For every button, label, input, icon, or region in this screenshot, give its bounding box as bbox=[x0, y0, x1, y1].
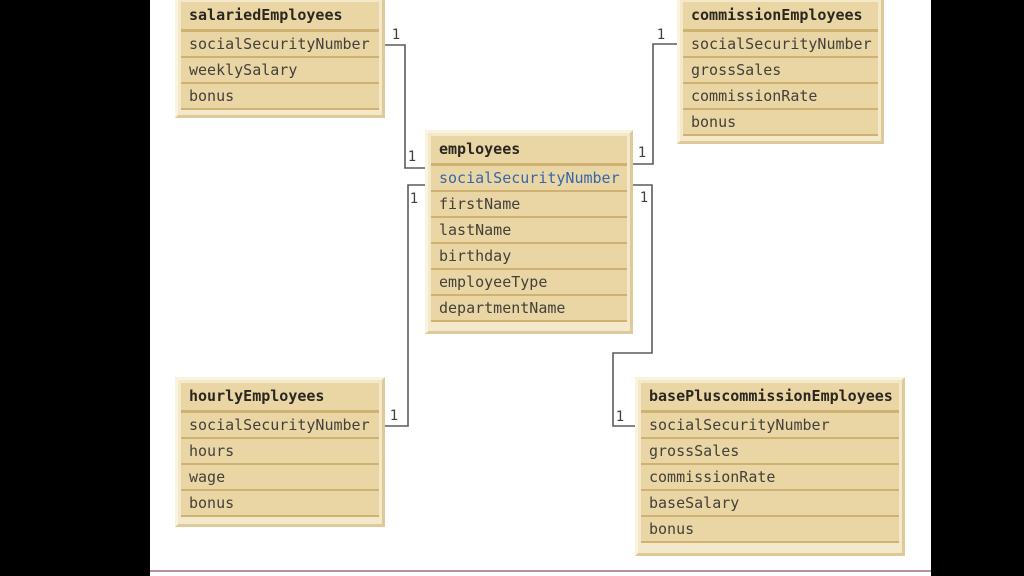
multiplicity-label: 1 bbox=[640, 190, 648, 206]
connector-commission-employees bbox=[633, 43, 677, 165]
table-salariedEmployees: salariedEmployees socialSecurityNumber w… bbox=[175, 0, 385, 118]
table-row: bonus bbox=[181, 491, 379, 517]
table-employees: employees socialSecurityNumber firstName… bbox=[425, 130, 633, 334]
multiplicity-label: 1 bbox=[390, 408, 398, 424]
table-row: firstName bbox=[431, 192, 627, 218]
table-row: grossSales bbox=[641, 439, 899, 465]
table-row: socialSecurityNumber bbox=[683, 32, 878, 58]
left-black-bar bbox=[0, 0, 150, 576]
table-row: baseSalary bbox=[641, 491, 899, 517]
table-title: commissionEmployees bbox=[683, 2, 878, 32]
multiplicity-label: 1 bbox=[410, 191, 418, 207]
table-row: socialSecurityNumber bbox=[181, 413, 379, 439]
table-commissionEmployees: commissionEmployees socialSecurityNumber… bbox=[677, 0, 884, 144]
connector-salaried-employees bbox=[385, 44, 425, 169]
table-row: bonus bbox=[641, 517, 899, 543]
table-row-highlighted: socialSecurityNumber bbox=[431, 166, 627, 192]
table-row: weeklySalary bbox=[181, 58, 379, 84]
table-row: socialSecurityNumber bbox=[181, 32, 379, 58]
multiplicity-label: 1 bbox=[638, 145, 646, 161]
table-row: wage bbox=[181, 465, 379, 491]
multiplicity-label: 1 bbox=[392, 27, 400, 43]
table-row: departmentName bbox=[431, 296, 627, 322]
table-basePluscommissionEmployees: basePluscommissionEmployees socialSecuri… bbox=[635, 377, 905, 556]
table-title: hourlyEmployees bbox=[181, 383, 379, 413]
table-title: employees bbox=[431, 136, 627, 166]
table-row: commissionRate bbox=[641, 465, 899, 491]
table-row: birthday bbox=[431, 244, 627, 270]
multiplicity-label: 1 bbox=[616, 409, 624, 425]
table-row: grossSales bbox=[683, 58, 878, 84]
bottom-rule bbox=[150, 570, 931, 572]
table-row: hours bbox=[181, 439, 379, 465]
right-black-bar bbox=[931, 0, 1024, 576]
table-row: commissionRate bbox=[683, 84, 878, 110]
connector-employees-hourly bbox=[385, 184, 425, 427]
table-title: salariedEmployees bbox=[181, 2, 379, 32]
table-row: lastName bbox=[431, 218, 627, 244]
table-row: employeeType bbox=[431, 270, 627, 296]
table-row: socialSecurityNumber bbox=[641, 413, 899, 439]
multiplicity-label: 1 bbox=[657, 27, 665, 43]
table-row: bonus bbox=[181, 84, 379, 110]
multiplicity-label: 1 bbox=[408, 149, 416, 165]
table-row: bonus bbox=[683, 110, 878, 136]
table-hourlyEmployees: hourlyEmployees socialSecurityNumber hou… bbox=[175, 377, 385, 527]
table-title: basePluscommissionEmployees bbox=[641, 383, 899, 413]
